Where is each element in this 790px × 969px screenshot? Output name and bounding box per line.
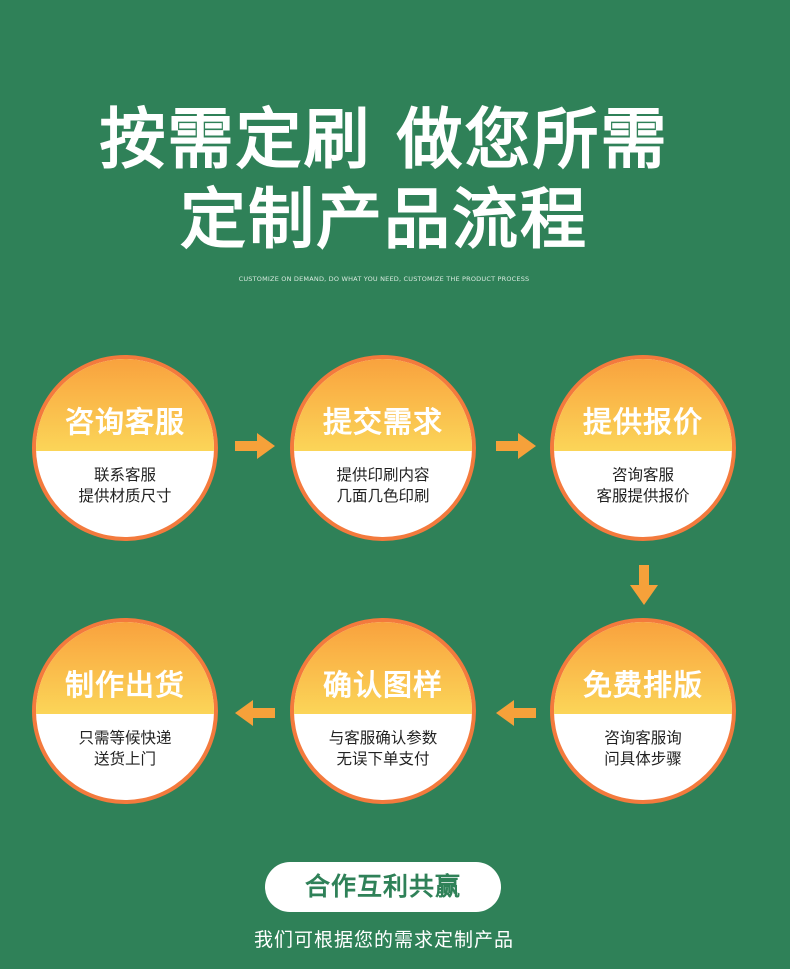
- footer-tagline: 我们可根据您的需求定制产品: [253, 929, 514, 951]
- step-desc-line2: 送货上门: [93, 750, 156, 768]
- step-desc-line2: 几面几色印刷: [336, 487, 430, 505]
- cooperation-badge: 合作互利共赢: [265, 862, 501, 912]
- step-desc-line2: 无误下单支付: [336, 750, 430, 768]
- step-production-shipping: 制作出货 只需等候快递 送货上门: [32, 618, 218, 804]
- step-consult-service: 咨询客服 联系客服 提供材质尺寸: [32, 355, 218, 541]
- step-desc-line1: 与客服确认参数: [328, 729, 438, 747]
- step-desc-line1: 只需等候快递: [78, 729, 172, 747]
- step-desc-line1: 联系客服: [93, 466, 156, 484]
- page-title-line1: 按需定刷 做您所需: [99, 101, 669, 178]
- step-desc-line1: 咨询客服询: [604, 729, 682, 747]
- step-title: 咨询客服: [64, 405, 185, 439]
- step-title: 制作出货: [64, 668, 185, 702]
- arrow-right-icon: [235, 433, 275, 459]
- step-desc-line2: 提供材质尺寸: [78, 487, 172, 505]
- step-desc-line2: 客服提供报价: [596, 487, 690, 505]
- arrow-down-icon: [630, 565, 658, 605]
- step-title: 提交需求: [322, 405, 443, 439]
- page-subtitle: CUSTOMIZE ON DEMAND, DO WHAT YOU NEED, C…: [238, 275, 530, 283]
- step-desc-line2: 问具体步骤: [604, 750, 682, 768]
- step-title: 免费排版: [582, 668, 703, 702]
- step-title: 提供报价: [582, 405, 703, 439]
- step-provide-quote: 提供报价 咨询客服 客服提供报价: [550, 355, 736, 541]
- arrow-left-icon: [496, 700, 536, 726]
- step-desc-line1: 咨询客服: [611, 466, 674, 484]
- step-confirm-proof: 确认图样 与客服确认参数 无误下单支付: [290, 618, 476, 804]
- step-desc-line1: 提供印刷内容: [336, 466, 430, 484]
- step-title: 确认图样: [322, 668, 443, 702]
- step-submit-request: 提交需求 提供印刷内容 几面几色印刷: [290, 355, 476, 541]
- arrow-left-icon: [235, 700, 275, 726]
- step-free-layout: 免费排版 咨询客服询 问具体步骤: [550, 618, 736, 804]
- arrow-right-icon: [496, 433, 536, 459]
- page-title-line2: 定制产品流程: [180, 181, 588, 258]
